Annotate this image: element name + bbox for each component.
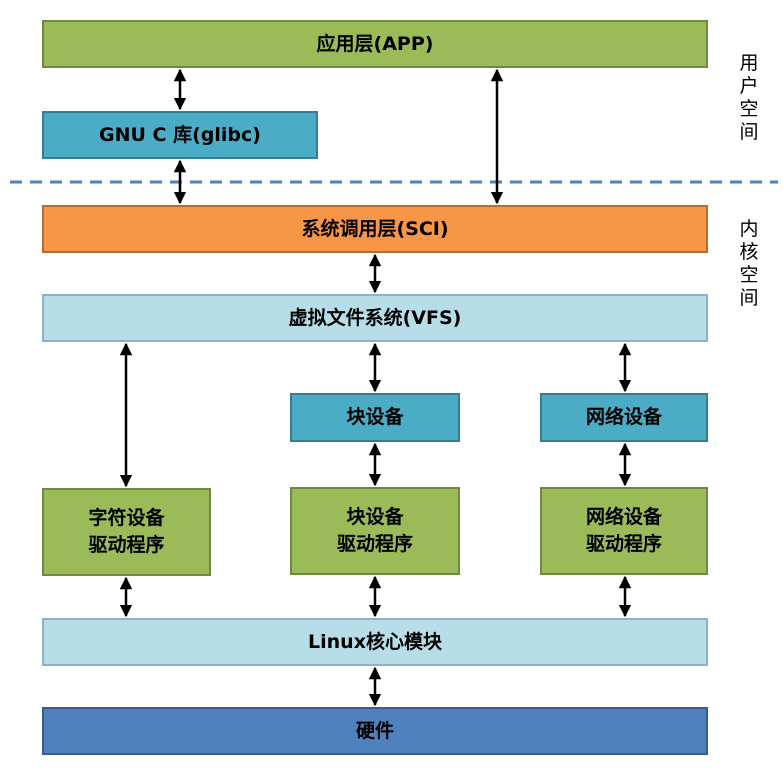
vfs-label: 虚拟文件系统(VFS)	[288, 306, 462, 329]
user-space-char-4: 间	[739, 121, 759, 143]
user-space-label: 用 户 空 间	[738, 52, 760, 144]
network-driver-box: 网络设备 驱动程序	[540, 487, 708, 575]
network-device-box: 网络设备	[540, 393, 708, 442]
sci-layer-label: 系统调用层(SCI)	[301, 217, 449, 240]
sci-layer-box: 系统调用层(SCI)	[42, 205, 708, 253]
vfs-box: 虚拟文件系统(VFS)	[42, 294, 708, 342]
app-layer-box: 应用层(APP)	[42, 20, 708, 68]
app-layer-label: 应用层(APP)	[316, 32, 434, 55]
glibc-label: GNU C 库(glibc)	[99, 123, 261, 146]
network-driver-line-2: 驱动程序	[585, 533, 662, 555]
network-driver-line-1: 网络设备	[585, 506, 662, 529]
char-driver-line-1: 字符设备	[88, 507, 165, 530]
kernel-module-label: Linux核心模块	[308, 630, 442, 653]
hardware-label: 硬件	[355, 719, 394, 742]
block-device-box: 块设备	[290, 393, 460, 442]
block-device-label: 块设备	[346, 406, 404, 429]
glibc-box: GNU C 库(glibc)	[42, 111, 318, 159]
user-space-char-3: 空	[739, 98, 759, 120]
char-driver-box: 字符设备 驱动程序	[42, 488, 211, 576]
network-device-label: 网络设备	[585, 406, 662, 429]
kernel-space-char-4: 间	[739, 287, 759, 309]
kernel-space-char-1: 内	[739, 218, 759, 240]
kernel-module-box: Linux核心模块	[42, 618, 708, 666]
block-driver-line-2: 驱动程序	[336, 533, 413, 555]
block-driver-line-1: 块设备	[346, 506, 404, 529]
kernel-space-char-2: 核	[739, 241, 759, 263]
char-driver-line-2: 驱动程序	[88, 534, 165, 556]
user-space-char-2: 户	[739, 75, 759, 97]
kernel-space-label: 内 核 空 间	[738, 218, 760, 310]
kernel-space-char-3: 空	[739, 264, 759, 286]
user-space-char-1: 用	[739, 52, 759, 74]
block-driver-box: 块设备 驱动程序	[290, 487, 460, 575]
hardware-box: 硬件	[42, 707, 708, 755]
